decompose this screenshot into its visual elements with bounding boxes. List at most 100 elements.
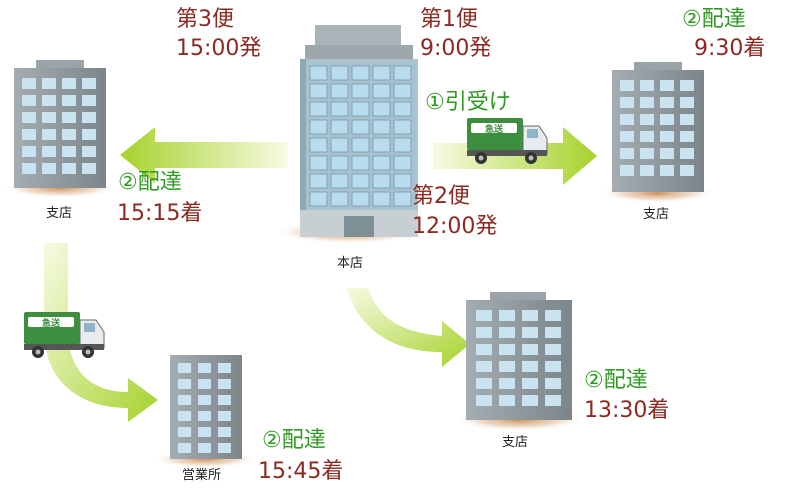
building-window <box>22 112 36 123</box>
building-window <box>620 131 634 142</box>
hq-window <box>330 155 349 171</box>
hq-window <box>372 155 391 171</box>
building-window <box>218 443 231 453</box>
building-window <box>42 163 56 174</box>
hq-window <box>351 137 370 153</box>
building-window <box>198 443 211 453</box>
hq-window <box>393 65 412 81</box>
hq-window <box>372 173 391 189</box>
building-window <box>178 395 191 405</box>
building-window <box>660 80 674 91</box>
building-window <box>82 163 96 174</box>
building-window <box>218 379 231 389</box>
hq-window <box>309 65 328 81</box>
right-branch-delivery: ②配達 <box>682 7 746 32</box>
building-window <box>660 165 674 176</box>
building-window <box>620 148 634 159</box>
building-window <box>22 146 36 157</box>
building-window <box>178 443 191 453</box>
building-window <box>545 361 561 372</box>
right-branch-label: 支店 <box>643 207 670 222</box>
hq-window <box>309 155 328 171</box>
building-window <box>42 78 56 89</box>
building-window <box>476 378 492 389</box>
left-branch-delivery: ②配達 <box>118 170 182 195</box>
hq-window <box>393 101 412 117</box>
building-window <box>82 78 96 89</box>
first-flight-time: 9:00発 <box>420 36 492 61</box>
hq-window <box>309 83 328 99</box>
building-window <box>620 80 634 91</box>
building-window <box>499 378 515 389</box>
building-window <box>660 97 674 108</box>
building-window <box>640 148 654 159</box>
building-window <box>620 97 634 108</box>
bottom-branch-time: 13:30着 <box>584 398 670 423</box>
building-window <box>62 95 76 106</box>
hq-window <box>351 119 370 135</box>
second-flight-name: 第2便 <box>412 184 470 209</box>
building-window <box>42 95 56 106</box>
left-branch-building-icon <box>14 60 106 188</box>
building-window <box>522 310 538 321</box>
building-window <box>82 95 96 106</box>
arrow-to-left-branch <box>120 127 288 183</box>
building-window <box>680 114 694 125</box>
hq-window <box>372 191 391 207</box>
hq-window <box>330 173 349 189</box>
hq-window <box>351 173 370 189</box>
building-window <box>476 344 492 355</box>
building-window <box>640 114 654 125</box>
building-window <box>218 395 231 405</box>
building-window <box>42 112 56 123</box>
hq-window <box>393 137 412 153</box>
hq-window <box>393 191 412 207</box>
building-window <box>218 427 231 437</box>
hq-window <box>393 155 412 171</box>
hq-window <box>330 191 349 207</box>
hq-window <box>372 65 391 81</box>
building-window <box>522 344 538 355</box>
building-window <box>620 165 634 176</box>
second-flight-time: 12:00発 <box>412 214 498 239</box>
building-window <box>476 310 492 321</box>
hq-window <box>393 173 412 189</box>
building-window <box>22 95 36 106</box>
delivery-truck-icon-left: 急送 <box>24 312 105 358</box>
hq-window <box>330 119 349 135</box>
hq-window <box>393 119 412 135</box>
arrow-to-bottom-branch <box>346 288 470 367</box>
building-window <box>545 378 561 389</box>
building-window <box>545 327 561 338</box>
right-branch-building-icon <box>612 62 704 192</box>
building-window <box>198 363 211 373</box>
building-window <box>178 379 191 389</box>
right-branch-time: 9:30着 <box>694 36 766 61</box>
building-window <box>198 395 211 405</box>
building-window <box>545 310 561 321</box>
hq-window <box>309 119 328 135</box>
hq-window <box>309 191 328 207</box>
svg-text:急送: 急送 <box>42 317 61 329</box>
svg-text:急送: 急送 <box>485 123 504 135</box>
pickup-label: ①引受け <box>425 90 511 115</box>
building-window <box>499 310 515 321</box>
building-window <box>680 148 694 159</box>
building-window <box>476 327 492 338</box>
hq-window <box>309 137 328 153</box>
building-window <box>499 395 515 406</box>
building-window <box>82 129 96 140</box>
hq-window <box>372 137 391 153</box>
sales-office-label: 営業所 <box>182 468 222 483</box>
building-window <box>499 327 515 338</box>
hq-window <box>372 101 391 117</box>
hq-window <box>393 83 412 99</box>
building-window <box>499 344 515 355</box>
third-flight-name: 第3便 <box>176 7 234 32</box>
building-window <box>640 97 654 108</box>
left-branch-label: 支店 <box>46 206 73 221</box>
building-window <box>680 97 694 108</box>
building-window <box>42 146 56 157</box>
building-window <box>198 411 211 421</box>
